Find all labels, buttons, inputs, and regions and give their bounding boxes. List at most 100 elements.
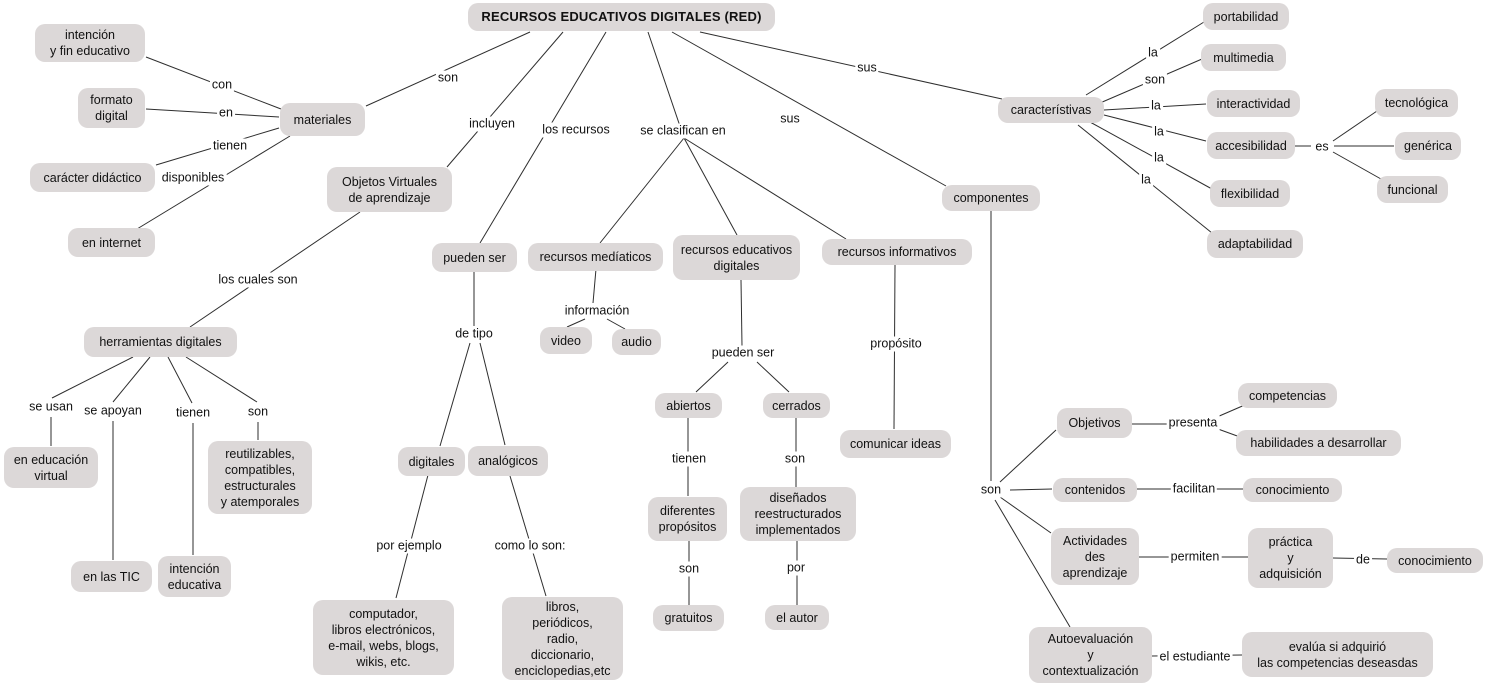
intencion-fin-educativo-node[interactable]: intención y fin educativo xyxy=(35,24,145,62)
gratuitos-node[interactable]: gratuitos xyxy=(653,605,724,631)
tienen-herramientas-link-label[interactable]: tienen xyxy=(173,405,213,421)
edge-6 xyxy=(683,137,847,240)
conocimiento-1-node[interactable]: conocimiento xyxy=(1243,478,1342,502)
recursos-mediaticos-node[interactable]: recursos medíaticos xyxy=(528,243,663,271)
sus-caracteristivas-link-label[interactable]: sus xyxy=(855,60,879,76)
sus-componentes-link-label[interactable]: sus xyxy=(778,111,802,127)
multimedia-node[interactable]: multimedia xyxy=(1201,44,1286,71)
la-accesibilidad-link-label[interactable]: la xyxy=(1152,124,1166,140)
competencias-node[interactable]: competencias xyxy=(1238,383,1337,408)
la-adaptabilidad-link-label[interactable]: la xyxy=(1139,172,1153,188)
comunicar-ideas-node[interactable]: comunicar ideas xyxy=(840,430,951,458)
edge-7 xyxy=(699,31,1003,100)
permiten-link-label[interactable]: permiten xyxy=(1168,549,1222,565)
en-las-tic-node[interactable]: en las TIC xyxy=(71,561,152,592)
edge-38 xyxy=(1085,21,1205,96)
de-tipo-link-label[interactable]: de tipo xyxy=(453,326,495,342)
edge-25 xyxy=(395,474,429,599)
accesibilidad-node[interactable]: accesibilidad xyxy=(1207,132,1295,159)
title-node[interactable]: RECURSOS EDUCATIVOS DIGITALES (RED) xyxy=(468,3,775,31)
edge-50 xyxy=(1009,488,1053,491)
edge-29 xyxy=(606,318,626,330)
en-internet-node[interactable]: en internet xyxy=(68,228,155,257)
el-estudiante-link-label[interactable]: el estudiante xyxy=(1157,649,1233,665)
disenados-node[interactable]: diseñados reestructurados implementados xyxy=(740,487,856,541)
ejemplos-analogicos-node[interactable]: libros, periódicos, radio, diccionario, … xyxy=(502,597,623,680)
se-apoyan-link-label[interactable]: se apoyan xyxy=(82,403,144,419)
edge-49 xyxy=(999,429,1057,483)
interactividad-node[interactable]: interactividad xyxy=(1207,90,1300,117)
conocimiento-2-node[interactable]: conocimiento xyxy=(1387,548,1483,573)
evalua-node[interactable]: evalúa si adquirió las competencias dese… xyxy=(1242,632,1433,677)
caracteristivas-node[interactable]: característivas xyxy=(998,97,1104,123)
edge-10 xyxy=(145,108,280,118)
edge-0 xyxy=(365,31,531,107)
objetivos-node[interactable]: Objetivos xyxy=(1057,408,1132,438)
proposito-link-label[interactable]: propósito xyxy=(868,336,924,352)
formato-digital-node[interactable]: formato digital xyxy=(78,88,145,128)
disponibles-link-label[interactable]: disponibles xyxy=(159,170,227,186)
los-cuales-son-link-label[interactable]: los cuales son xyxy=(216,272,300,288)
en-link-label[interactable]: en xyxy=(217,105,235,121)
como-lo-son-link-label[interactable]: como lo son: xyxy=(492,538,568,554)
se-clasifican-en-link-label[interactable]: se clasifican en xyxy=(638,123,728,139)
tienen-materiales-link-label[interactable]: tienen xyxy=(210,138,250,154)
incluyen-link-label[interactable]: incluyen xyxy=(467,116,517,132)
informacion-link-label[interactable]: información xyxy=(562,303,632,319)
caracter-didactico-node[interactable]: carácter didáctico xyxy=(30,163,155,192)
adaptabilidad-node[interactable]: adaptabilidad xyxy=(1207,230,1303,258)
pueden-ser-label-link-label[interactable]: pueden ser xyxy=(709,345,777,361)
materiales-node[interactable]: materiales xyxy=(280,103,365,136)
componentes-node[interactable]: componentes xyxy=(942,185,1040,211)
ejemplos-digitales-node[interactable]: computador, libros electrónicos, e-mail,… xyxy=(313,600,454,675)
contenidos-node[interactable]: contenidos xyxy=(1053,478,1137,502)
son-herramientas-link-label[interactable]: son xyxy=(245,404,271,420)
funcional-node[interactable]: funcional xyxy=(1377,176,1448,203)
pueden-ser-node[interactable]: pueden ser xyxy=(432,243,517,272)
son-multimedia-link-label[interactable]: son xyxy=(1142,72,1168,88)
flexibilidad-node[interactable]: flexibilidad xyxy=(1210,180,1290,207)
son-materiales-link-label[interactable]: son xyxy=(435,70,461,86)
habilidades-a-desarrollar-node[interactable]: habilidades a desarrollar xyxy=(1236,430,1401,456)
analogicos-node[interactable]: analógicos xyxy=(468,446,548,476)
reutilizables-node[interactable]: reutilizables, compatibles, estructurale… xyxy=(208,441,312,514)
recursos-informativos-node[interactable]: recursos informativos xyxy=(822,239,972,265)
practica-adquisicion-node[interactable]: práctica y adquisición xyxy=(1248,528,1333,588)
intencion-educativa-node[interactable]: intención educativa xyxy=(158,556,231,597)
digitales-node[interactable]: digitales xyxy=(398,447,465,476)
video-node[interactable]: video xyxy=(540,327,592,354)
los-recursos-link-label[interactable]: los recursos xyxy=(540,122,612,138)
tecnologica-node[interactable]: tecnológica xyxy=(1375,89,1458,117)
edge-2 xyxy=(479,31,607,244)
autoevaluacion-node[interactable]: Autoevaluación y contextualización xyxy=(1029,627,1152,683)
edge-16 xyxy=(112,356,151,403)
actividades-aprendizaje-node[interactable]: Actividades des aprendizaje xyxy=(1051,528,1139,585)
tienen-abiertos-link-label[interactable]: tienen xyxy=(669,451,709,467)
facilitan-link-label[interactable]: facilitan xyxy=(1170,481,1218,497)
por-link-label[interactable]: por xyxy=(784,560,808,576)
por-ejemplo-link-label[interactable]: por ejemplo xyxy=(374,538,444,554)
son-propositos-link-label[interactable]: son xyxy=(676,561,702,577)
audio-node[interactable]: audio xyxy=(612,329,661,355)
con-link-label[interactable]: con xyxy=(209,77,235,93)
abiertos-node[interactable]: abiertos xyxy=(655,393,722,418)
recursos-educativos-digitales-node[interactable]: recursos educativos digitales xyxy=(673,235,800,280)
son-componentes-link-label[interactable]: son xyxy=(978,482,1004,498)
cerrados-node[interactable]: cerrados xyxy=(763,393,830,418)
la-interactividad-link-label[interactable]: la xyxy=(1149,98,1163,114)
portabilidad-node[interactable]: portabilidad xyxy=(1203,3,1289,30)
es-link-label[interactable]: es xyxy=(1313,139,1331,155)
en-educacion-virtual-node[interactable]: en educación virtual xyxy=(4,447,98,488)
el-autor-node[interactable]: el autor xyxy=(765,605,829,630)
herramientas-digitales-node[interactable]: herramientas digitales xyxy=(84,327,237,357)
de-link-label[interactable]: de xyxy=(1354,552,1372,568)
generica-node[interactable]: genérica xyxy=(1395,132,1461,160)
son-cerrados-link-label[interactable]: son xyxy=(782,451,808,467)
se-usan-link-label[interactable]: se usan xyxy=(27,399,75,415)
diferentes-propositos-node[interactable]: diferentes propósitos xyxy=(648,497,727,541)
la-portabilidad-link-label[interactable]: la xyxy=(1146,45,1160,61)
edge-45 xyxy=(1332,110,1378,142)
objetos-virtuales-node[interactable]: Objetos Virtuales de aprendizaje xyxy=(327,167,452,212)
presenta-link-label[interactable]: presenta xyxy=(1166,415,1220,431)
la-flexibilidad-link-label[interactable]: la xyxy=(1152,150,1166,166)
